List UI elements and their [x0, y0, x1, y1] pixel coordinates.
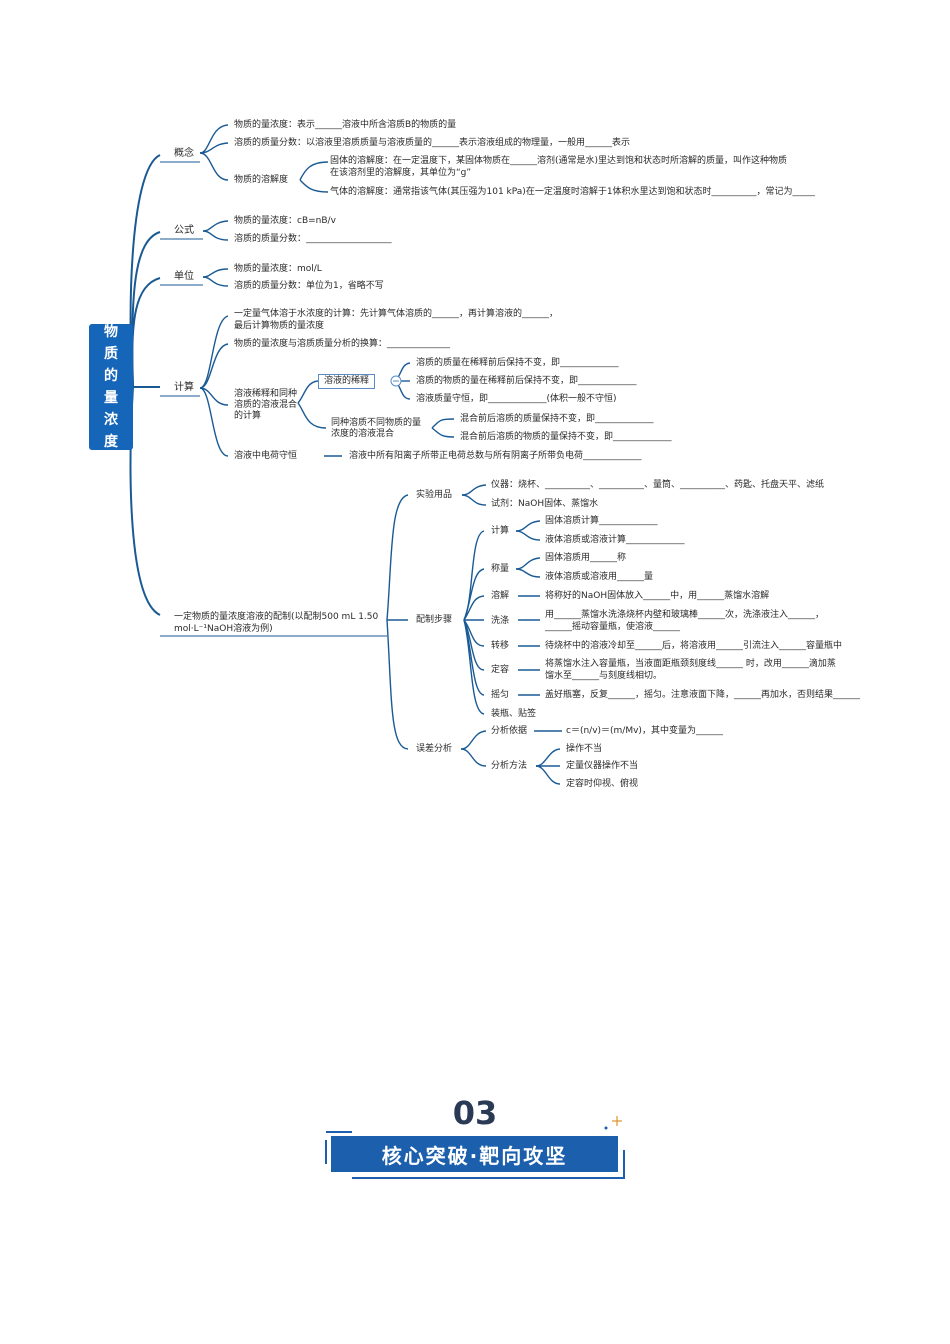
method-item-2: 定量仪器操作不当 [566, 761, 639, 771]
concept-mass-fraction: 溶质的质量分数：以溶液里溶质质量与溶液质量的______表示溶液组成的物理量，一… [234, 138, 631, 148]
calc-conversion: 物质的量浓度与溶质质量分析的换算：______________ [234, 339, 451, 349]
dilution-rule-1: 溶质的质量在稀释前后保持不变，即_____________ [416, 358, 619, 368]
charge-conservation: 溶液中电荷守恒 [234, 451, 298, 461]
step-volume-line1: 将蒸馏水注入容量瓶，当液面距瓶颈刻度线______ 时，改用______滴加蒸 [545, 659, 836, 669]
method-item-1: 操作不当 [566, 744, 603, 754]
calc-mix: 溶液稀释和同种溶质的溶液混合的计算 [234, 389, 298, 421]
calc-gas-line1: 一定量气体溶于水浓度的计算：先计算气体溶质的______，再计算溶液的_____… [234, 309, 559, 319]
step-transfer: 转移 [491, 641, 510, 651]
prep-equipment: 实验用品 [416, 490, 453, 500]
step-dissolve-desc: 将称好的NaOH固体放入______中，用______蒸馏水溶解 [545, 591, 770, 601]
step-volume-line2: 馏水至______与刻度线相切。 [545, 671, 663, 681]
error-analysis: 误差分析 [416, 744, 453, 754]
step-weigh-liquid: 液体溶质或溶液用______量 [545, 572, 654, 582]
analysis-basis-desc: c＝(n/v)＝(m/Mv)，其中变量为______ [566, 726, 723, 736]
step-calc-liquid: 液体溶质或溶液计算_____________ [545, 535, 685, 545]
prep-steps: 配制步骤 [416, 615, 453, 625]
gas-solubility: 气体的溶解度：通常指该气体(其压强为101 kPa)在一定温度时溶解于1体积水里… [330, 187, 816, 197]
step-calc-solid: 固体溶质计算_____________ [545, 516, 658, 526]
unit-mass-fraction: 溶质的质量分数：单位为1，省略不写 [234, 281, 384, 291]
dilution-rule-3: 溶液质量守恒，即_____________(体积一般不守恒) [416, 394, 617, 404]
step-dissolve: 溶解 [491, 591, 510, 601]
step-weigh-solid: 固体溶质用______称 [545, 553, 627, 563]
step-wash-line2: ______摇动容量瓶，使溶液______ [545, 622, 681, 632]
step-wash: 洗涤 [491, 616, 510, 626]
mixing-rule-2: 混合前后溶质的物质的量保持不变，即_____________ [460, 432, 672, 442]
dilution-node: 溶液的稀释 [318, 374, 376, 389]
step-volume: 定容 [491, 665, 510, 675]
branch-unit: 单位 [174, 271, 194, 282]
step-shake-desc: 盖好瓶塞，反复______，摇匀。注意液面下降，______再加水，否则结果__… [545, 690, 861, 700]
equipment-reagents: 试剂：NaOH固体、蒸馏水 [491, 499, 599, 509]
formula-mass-fraction: 溶质的质量分数：___________________ [234, 234, 392, 244]
branch-formula: 公式 [174, 225, 194, 236]
section-title: 核心突破·靶向攻坚 [331, 1136, 618, 1172]
analysis-basis: 分析依据 [491, 726, 528, 736]
concept-solubility: 物质的溶解度 [234, 175, 289, 185]
method-item-3: 定容时仰视、俯视 [566, 779, 639, 789]
step-weigh: 称量 [491, 564, 510, 574]
root-node: 物质的量浓度 [89, 324, 133, 450]
mixing-rule-1: 混合前后溶质的质量保持不变，即_____________ [460, 414, 654, 424]
solid-solubility-line1: 固体的溶解度：在一定温度下，某固体物质在______溶剂(通常是水)里达到饱和状… [330, 156, 788, 166]
analysis-method: 分析方法 [491, 761, 528, 771]
equipment-instruments: 仪器：烧杯、__________、__________、量筒、_________… [491, 480, 825, 490]
step-shake: 摇匀 [491, 690, 510, 700]
formula-molar: 物质的量浓度：cB=nB/v [234, 216, 336, 226]
step-bottle: 装瓶、贴签 [491, 709, 537, 719]
calc-gas-line2: 最后计算物质的量浓度 [234, 321, 325, 331]
branch-concept: 概念 [174, 148, 194, 159]
step-wash-line1: 用______蒸馏水洗涤烧杯内壁和玻璃棒______次，洗涤液注入______， [545, 610, 825, 620]
concept-molar: 物质的量浓度：表示______溶液中所含溶质B的物质的量 [234, 120, 457, 130]
solid-solubility-line2: 在该溶剂里的溶解度，其单位为“g” [330, 168, 472, 178]
charge-conservation-desc: 溶液中所有阳离子所带正电荷总数与所有阴离子所带负电荷_____________ [349, 451, 642, 461]
branch-calc: 计算 [174, 382, 194, 393]
section-number: 03 [452, 1094, 498, 1132]
mixing-node: 同种溶质不同物质的量浓度的溶液混合 [331, 418, 422, 439]
step-calc: 计算 [491, 526, 510, 536]
step-transfer-desc: 待烧杯中的溶液冷却至______后，将溶液用______引流注入______容量… [545, 641, 843, 651]
unit-molar: 物质的量浓度：mol/L [234, 264, 322, 274]
branch-prep: 一定物质的量浓度溶液的配制(以配制500 mL 1.50 mol·L⁻¹NaOH… [174, 612, 379, 634]
dilution-rule-2: 溶质的物质的量在稀释前后保持不变，即_____________ [416, 376, 637, 386]
